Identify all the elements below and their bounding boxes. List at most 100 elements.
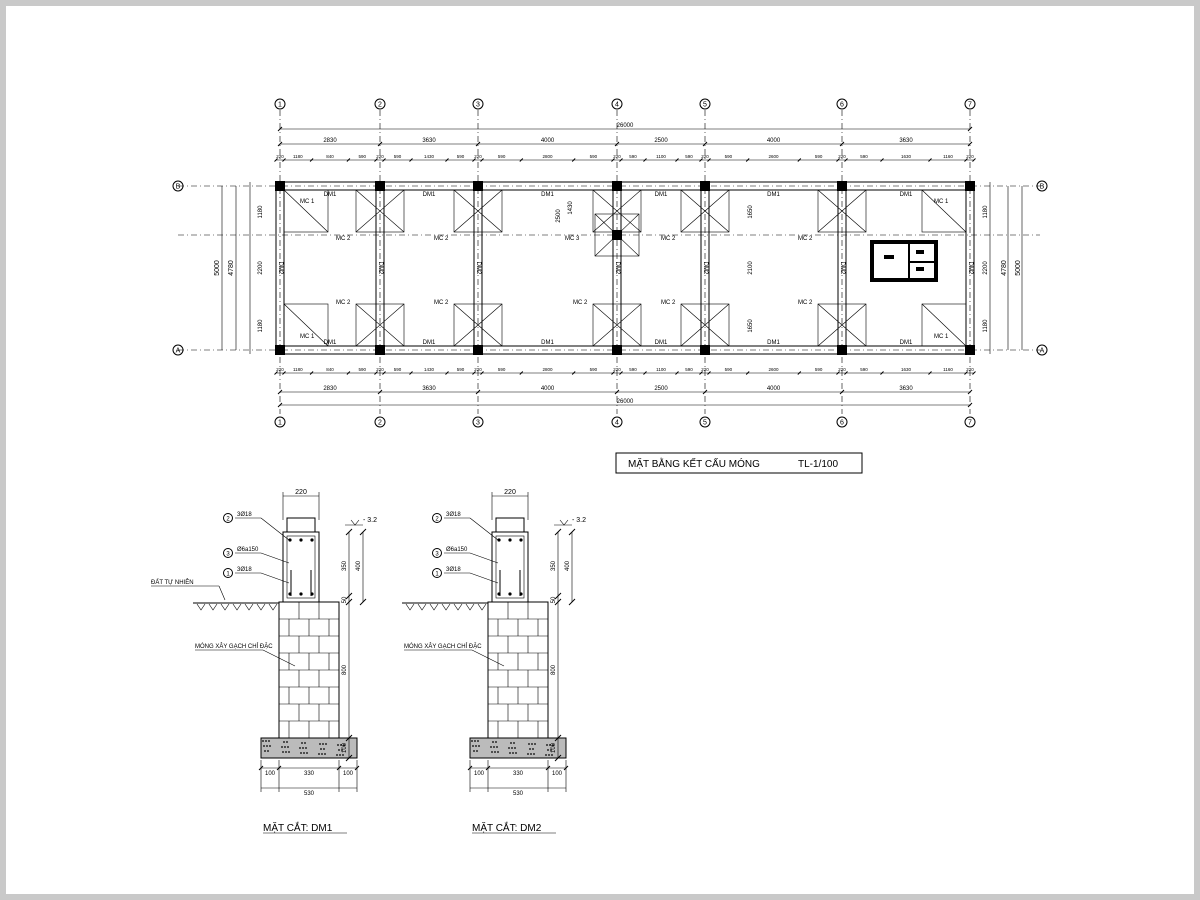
footing-diagonal bbox=[592, 303, 642, 347]
aggregate-dot bbox=[304, 742, 306, 744]
detail-dim-bottom-tick bbox=[382, 371, 386, 375]
column bbox=[837, 181, 847, 191]
dim-tick bbox=[336, 765, 342, 771]
rebar-leader bbox=[260, 517, 290, 541]
footing-label-mc2: MC 2 bbox=[798, 300, 813, 306]
detail-dim-bottom-label: 1430 bbox=[424, 367, 435, 372]
rebar-leader bbox=[260, 552, 290, 564]
footing-label-mc1: MC 1 bbox=[300, 199, 315, 205]
aggregate-dot bbox=[322, 743, 324, 745]
detail-dim-bottom-tick bbox=[480, 371, 484, 375]
footing-diagonal bbox=[453, 189, 503, 233]
aggregate-dot bbox=[497, 751, 499, 753]
aggregate-dot bbox=[548, 754, 550, 756]
axis-label-7: 7 bbox=[968, 102, 972, 109]
ground-hatch bbox=[465, 603, 475, 611]
aggregate-dot bbox=[306, 752, 308, 754]
aggregate-dot bbox=[263, 745, 265, 747]
aggregate-dot bbox=[527, 753, 529, 755]
span-dim-bottom-label: 4000 bbox=[767, 386, 781, 392]
detail-dim-bottom-label: 590 bbox=[815, 367, 823, 372]
wall-leader bbox=[471, 649, 505, 667]
footing-pad bbox=[817, 303, 867, 347]
column bbox=[473, 181, 483, 191]
detail-dim-bottom-tick bbox=[964, 371, 968, 375]
dim-tick bbox=[354, 765, 360, 771]
aggregate-dot bbox=[339, 754, 341, 756]
detail-dim-bottom-tick bbox=[274, 371, 278, 375]
aggregate-dot bbox=[318, 753, 320, 755]
detail-dim-bottom-label: 220 bbox=[474, 367, 482, 372]
aggregate-dot bbox=[302, 747, 304, 749]
aggregate-dot bbox=[286, 741, 288, 743]
axis-bubble-4 bbox=[611, 98, 623, 110]
aggregate-dot bbox=[303, 752, 305, 754]
footing-diagonal bbox=[453, 303, 503, 347]
detail-dim-top-tick bbox=[928, 158, 932, 162]
axis-bubble-2 bbox=[374, 98, 386, 110]
ground-leader bbox=[218, 585, 226, 601]
rebar-marker-label: 3 bbox=[435, 552, 439, 558]
rebar-marker-label: 1 bbox=[226, 572, 230, 578]
span-dim-top-label: 4000 bbox=[767, 138, 781, 144]
detail-dim-top-label: 220 bbox=[966, 154, 974, 159]
aggregate-dot bbox=[514, 747, 516, 749]
axis-bubble-6 bbox=[836, 98, 848, 110]
aggregate-dot bbox=[551, 754, 553, 756]
detail-dim-top-label: 590 bbox=[860, 154, 868, 159]
level-label: - 3.2 bbox=[572, 517, 586, 524]
beam-label-bottom: DM1 bbox=[900, 340, 913, 346]
dim-tick bbox=[563, 765, 569, 771]
septic-tank bbox=[870, 240, 938, 282]
aggregate-dot bbox=[512, 752, 514, 754]
detail-dim-bottom-label: 590 bbox=[358, 367, 366, 372]
column-stub bbox=[286, 517, 316, 533]
column-stub bbox=[495, 517, 525, 533]
rebar-spec: Ø6a150 bbox=[237, 547, 259, 553]
detail-dim-bottom-tick bbox=[972, 371, 976, 375]
dim-tick bbox=[545, 765, 551, 771]
detail-dim-top-label: 220 bbox=[276, 154, 284, 159]
axis-label-2: 2 bbox=[378, 102, 382, 109]
height-part-3-left: 1180 bbox=[258, 319, 264, 333]
height-inner-left: 4780 bbox=[228, 260, 235, 276]
aggregate-dot bbox=[338, 749, 340, 751]
ground-hatch bbox=[429, 603, 439, 611]
rebar-marker bbox=[432, 548, 442, 558]
detail-dim-bottom-tick bbox=[699, 371, 703, 375]
detail-dim-top-tick bbox=[619, 158, 623, 162]
rebar-spec: 3Ø18 bbox=[237, 567, 252, 573]
aggregate-dot bbox=[341, 749, 343, 751]
footing-diagonal bbox=[680, 189, 730, 233]
detail-dim-bottom-label: 220 bbox=[838, 367, 846, 372]
aggregate-dot bbox=[496, 746, 498, 748]
aggregate-dot bbox=[529, 748, 531, 750]
aggregate-dot bbox=[495, 741, 497, 743]
axis-label-A: A bbox=[1040, 348, 1045, 355]
aggregate-dot bbox=[282, 751, 284, 753]
rebar-marker bbox=[223, 568, 233, 578]
detail-dim-top-label: 590 bbox=[685, 154, 693, 159]
base-dim-right: 100 bbox=[552, 771, 563, 777]
ground-hatch bbox=[268, 603, 278, 611]
span-dim-bottom-label: 3630 bbox=[422, 386, 436, 392]
footing-pad bbox=[283, 303, 329, 347]
detail-dim-top-tick bbox=[844, 158, 848, 162]
aggregate-dot bbox=[320, 748, 322, 750]
aggregate-dot bbox=[532, 748, 534, 750]
ground-hatch bbox=[256, 603, 266, 611]
footing-pad bbox=[355, 189, 405, 233]
dim-tick bbox=[568, 598, 576, 606]
detail-dim-top-label: 1100 bbox=[656, 154, 666, 159]
plan-title-box: MẶT BẰNG KẾT CẤU MÓNG TL-1/100 bbox=[615, 452, 863, 474]
aggregate-dot bbox=[513, 742, 515, 744]
level-mark bbox=[559, 519, 569, 526]
detail-dim-bottom-tick bbox=[611, 371, 615, 375]
footing-label-mc1: MC 1 bbox=[934, 199, 949, 205]
aggregate-dot bbox=[478, 745, 480, 747]
footing-label-mc2: MC 2 bbox=[336, 300, 351, 306]
footing-diagonal bbox=[921, 189, 967, 233]
